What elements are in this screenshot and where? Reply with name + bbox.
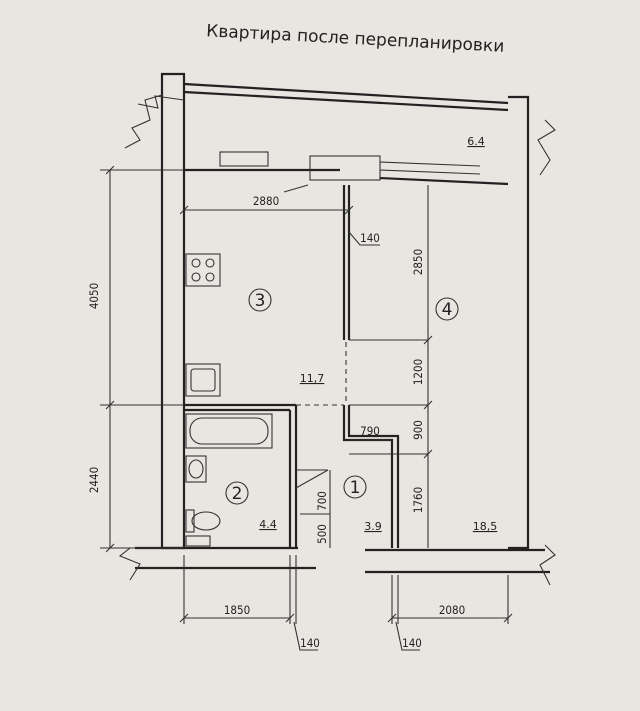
bathtub-icon — [185, 413, 273, 449]
dim-2880: 2880 — [253, 194, 279, 208]
balcony-area: 6.4 — [467, 135, 485, 148]
dim-500: 500 — [315, 524, 329, 544]
dimension-labels: 2880 140 4050 2440 2850 1200 900 1760 79… — [87, 194, 465, 650]
room-3-area: 11,7 — [300, 372, 325, 385]
dim-1760: 1760 — [411, 487, 425, 513]
dim-4050: 4050 — [87, 283, 101, 309]
dim-140-top: 140 — [360, 231, 380, 245]
dimension-lines — [100, 165, 513, 651]
dim-1200: 1200 — [411, 359, 425, 385]
fixtures — [185, 253, 273, 547]
stove-icon — [185, 253, 221, 287]
room-4-area: 18,5 — [473, 520, 498, 533]
room-markers: 3 4 2 1 — [225, 288, 459, 505]
kitchen-sink-icon — [185, 363, 221, 397]
room-areas: 11,7 18,5 4.4 3.9 6.4 — [259, 135, 497, 533]
room-3-number: 3 — [255, 291, 266, 311]
dim-140-bottom-left: 140 — [300, 636, 320, 650]
windows — [219, 151, 481, 181]
dim-700: 700 — [315, 491, 329, 511]
room-2-number: 2 — [232, 484, 243, 504]
room-1-area: 3.9 — [364, 520, 382, 533]
dim-900: 900 — [411, 420, 425, 440]
room-4-number: 4 — [442, 300, 453, 320]
washbasin-icon — [185, 455, 207, 483]
dim-2850: 2850 — [411, 249, 425, 275]
outer-walls — [118, 72, 556, 586]
dim-140-bottom-right: 140 — [402, 636, 422, 650]
room-2-area: 4.4 — [259, 518, 277, 531]
dim-2080: 2080 — [439, 603, 465, 617]
dim-2440: 2440 — [87, 467, 101, 493]
room-1-number: 1 — [350, 478, 361, 498]
dim-790: 790 — [360, 424, 380, 438]
toilet-icon — [185, 509, 221, 533]
plan-title: Квартира после перепланировки — [206, 21, 505, 57]
dim-1850: 1850 — [224, 603, 250, 617]
